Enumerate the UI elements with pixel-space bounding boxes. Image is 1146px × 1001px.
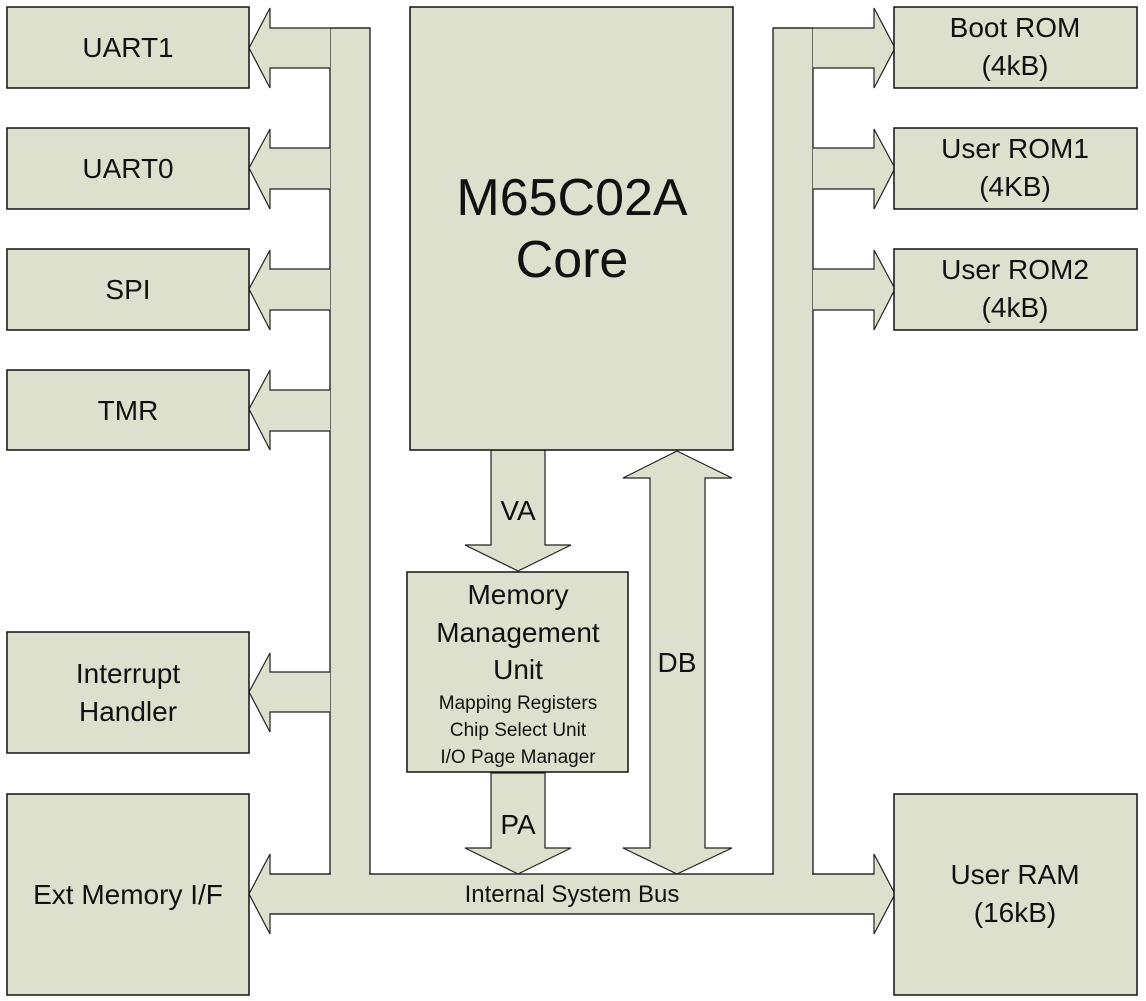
mmu-sub-line: Mapping Registers (439, 693, 597, 714)
uart0-block (6, 127, 250, 210)
ext-memory-if-block (6, 793, 250, 996)
boot-rom-label-line2: (4kB) (982, 50, 1049, 81)
tmr-bus-arrow (248, 369, 330, 451)
uart1-block (6, 6, 250, 89)
uart1-label: UART1 (82, 32, 173, 63)
user-rom2-bus-arrow (813, 249, 896, 331)
mmu-title-line: Memory (467, 579, 568, 610)
mmu-title-line: Unit (493, 654, 543, 685)
pa-label: PA (500, 809, 536, 840)
va-label: VA (500, 495, 536, 526)
ext-memory-if-label: Ext Memory I/F (33, 879, 223, 910)
interrupt-handler-block (6, 631, 250, 754)
boot-rom-block (893, 6, 1138, 89)
right-blocks: Boot ROM (4kB) User ROM1 (4KB) User ROM2… (893, 6, 1138, 996)
user-ram-block (893, 793, 1138, 996)
mmu-sub-line: I/O Page Manager (440, 747, 596, 768)
interrupt-handler-label-line2: Handler (79, 696, 177, 727)
uart1-bus-arrow (248, 7, 330, 89)
user-rom1-block (893, 127, 1138, 210)
interrupt-handler-label-line1: Interrupt (76, 658, 180, 689)
uart0-label: UART0 (82, 153, 173, 184)
user-rom1-label-line1: User ROM1 (941, 133, 1089, 164)
user-rom1-label-line2: (4KB) (979, 171, 1051, 202)
right-trunk-fill (774, 29, 812, 913)
mmu-block (406, 571, 629, 773)
db-bus-arrow (622, 450, 733, 875)
core-block (409, 6, 734, 451)
system-bus-label: Internal System Bus (465, 881, 680, 908)
boot-rom-label-line1: Boot ROM (950, 12, 1081, 43)
pa-bus-arrow (464, 772, 572, 875)
left-blocks: UART1 UART0 SPI TMR Interrupt Handler Ex… (6, 6, 250, 996)
spi-bus-arrow (248, 249, 330, 331)
db-label: DB (658, 647, 697, 678)
system-bus-fill (271, 875, 873, 913)
core-label-line1: M65C02A (456, 169, 688, 227)
tmr-label: TMR (98, 395, 159, 426)
core-label-line2: Core (516, 231, 629, 289)
boot-rom-bus-arrow (813, 7, 896, 89)
spi-label: SPI (105, 274, 150, 305)
user-rom1-bus-arrow (813, 128, 896, 210)
user-rom2-block (893, 248, 1138, 331)
user-rom2-label-line1: User ROM2 (941, 254, 1089, 285)
tmr-block (6, 369, 250, 451)
spi-block (6, 248, 250, 331)
interrupt-bus-arrow (248, 652, 330, 733)
user-ram-label-line1: User RAM (950, 859, 1079, 890)
left-trunk-fill (331, 29, 369, 913)
uart0-bus-arrow (248, 128, 330, 210)
mmu-sub-line: Chip Select Unit (450, 720, 587, 741)
mmu-title-line: Management (436, 617, 600, 648)
user-ram-label-line2: (16kB) (974, 897, 1056, 928)
user-rom2-label-line2: (4kB) (982, 292, 1049, 323)
va-bus-arrow (464, 449, 572, 572)
